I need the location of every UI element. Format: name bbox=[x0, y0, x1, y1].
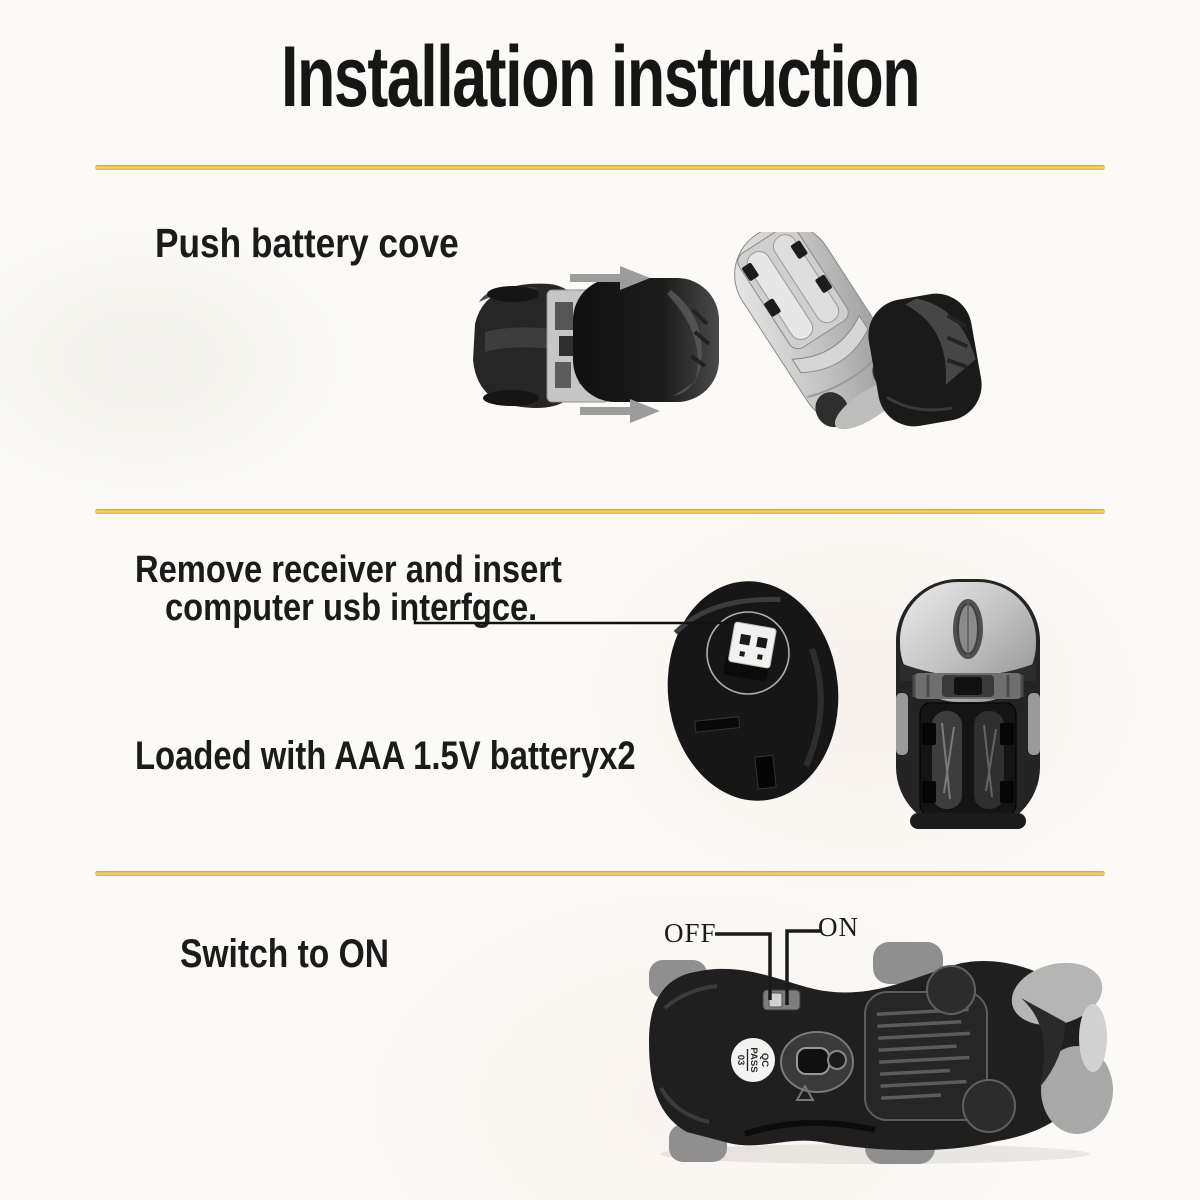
divider bbox=[95, 509, 1105, 514]
receiver-highlight-circle bbox=[706, 611, 790, 695]
photo-push-battery-cover bbox=[473, 232, 982, 430]
optical-sensor bbox=[780, 1031, 854, 1093]
arrow-right-icon bbox=[580, 399, 660, 423]
receiver-leader-line bbox=[413, 606, 749, 625]
svg-text:PASS: PASS bbox=[748, 1047, 759, 1072]
switch-leader-lines bbox=[715, 929, 822, 1005]
step2-heading-line1: Remove receiver and insert bbox=[135, 549, 562, 591]
off-label: OFF bbox=[664, 918, 717, 948]
battery-cover-piece bbox=[868, 293, 982, 427]
aaa-batteries bbox=[932, 711, 1004, 809]
step1-heading: Push battery cove bbox=[155, 220, 459, 266]
photo-receiver-and-batteries bbox=[667, 579, 1040, 829]
page-title: Installation instruction bbox=[0, 28, 1200, 127]
photo-car-underside-switch: QC PASS 03 bbox=[649, 942, 1113, 1164]
cover-clip-slots bbox=[922, 723, 1014, 803]
svg-text:03: 03 bbox=[735, 1055, 746, 1066]
label-plate bbox=[864, 991, 988, 1121]
screw-boss bbox=[926, 965, 976, 1015]
triangle-mark bbox=[795, 1083, 815, 1101]
qc-pass-sticker: QC PASS 03 bbox=[731, 1038, 775, 1082]
screw-boss bbox=[962, 1079, 1016, 1133]
battery-clips bbox=[742, 240, 832, 317]
mouse-with-batteries bbox=[896, 579, 1040, 829]
svg-text:QC: QC bbox=[759, 1053, 770, 1067]
battery-cover-sliding bbox=[573, 278, 719, 402]
car-front-trim bbox=[1011, 962, 1113, 1134]
divider bbox=[95, 165, 1105, 170]
power-switch bbox=[762, 989, 801, 1011]
page-title-text: Installation instruction bbox=[280, 29, 921, 125]
on-label: ON bbox=[818, 912, 859, 942]
step2-battery-note: Loaded with AAA 1.5V batteryx2 bbox=[135, 734, 636, 778]
divider bbox=[95, 871, 1105, 876]
arrow-right-icon bbox=[570, 266, 650, 290]
label-plate-text-lines bbox=[876, 1007, 970, 1100]
step3-heading: Switch to ON bbox=[180, 932, 390, 976]
car-mouse-front bbox=[473, 283, 567, 408]
usb-receiver bbox=[723, 621, 777, 682]
